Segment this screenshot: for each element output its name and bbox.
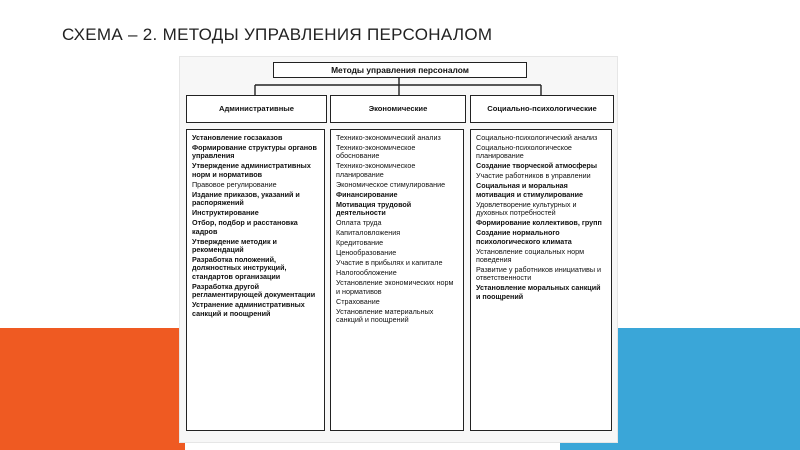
list-item: Социальная и моральная мотивация и стиму… bbox=[476, 181, 584, 199]
orange-decor-block bbox=[0, 328, 185, 450]
list-item: Участие в прибылях и капитале bbox=[336, 258, 443, 268]
list-item: Разработка положений, должностных инстру… bbox=[192, 255, 287, 281]
list-item: Технико-экономическое обоснование bbox=[336, 143, 416, 161]
heading-socio-psychological-label: Социально-психологические bbox=[487, 104, 597, 114]
list-item: Установление социальных норм поведения bbox=[476, 246, 585, 265]
list-item: Установление экономических норм и нормат… bbox=[336, 278, 454, 296]
list-item: Экономическое стимулирование bbox=[336, 179, 446, 189]
list-item: Установление моральных санкций и поощрен… bbox=[476, 283, 601, 301]
list-item: Капиталовложения bbox=[336, 228, 401, 238]
list-item: Издание приказов, указаний и распоряжени… bbox=[192, 189, 300, 208]
list-item: Социально-психологический анализ bbox=[476, 133, 598, 142]
list-item: Утверждение административных норм и норм… bbox=[192, 161, 311, 179]
list-item: Развитие у работников инициативы и ответ… bbox=[476, 265, 602, 283]
list-item: Утверждение методик и рекомендаций bbox=[192, 236, 277, 255]
list-item: Мотивация трудовой деятельности bbox=[336, 199, 412, 218]
list-item: Участие работников в управлении bbox=[476, 171, 591, 181]
list-item: Устранение административных санкций и по… bbox=[192, 300, 305, 318]
scheme-diagram: Методы управления персоналом Администрат… bbox=[180, 57, 617, 442]
root-box: Методы управления персоналом bbox=[273, 62, 527, 78]
list-item: Инструктирование bbox=[192, 208, 259, 218]
list-item: Технико-экономическое планирование bbox=[336, 161, 416, 179]
heading-box-economic: Экономические bbox=[330, 95, 466, 123]
heading-box-socio-psychological: Социально-психологические bbox=[470, 95, 614, 123]
list-item: Удовлетворение культурных и духовных пот… bbox=[476, 199, 577, 218]
heading-economic-label: Экономические bbox=[368, 104, 428, 114]
list-item: Формирование структуры органов управлени… bbox=[192, 143, 317, 161]
list-item: Формирование коллективов, групп bbox=[476, 218, 602, 228]
list-item: Оплата труда bbox=[336, 218, 382, 228]
heading-administrative-label: Административные bbox=[219, 104, 294, 114]
list-item: Финансирование bbox=[336, 189, 398, 199]
list-item: Правовое регулирование bbox=[192, 179, 277, 189]
list-item: Разработка другой регламентирующей докум… bbox=[192, 281, 316, 300]
slide-title: СХЕМА – 2. МЕТОДЫ УПРАВЛЕНИЯ ПЕРСОНАЛОМ bbox=[62, 25, 493, 44]
list-item: Отбор, подбор и расстановка кадров bbox=[192, 218, 298, 236]
list-item: Социально-психологическое планирование bbox=[476, 143, 572, 161]
list-item: Налогообложение bbox=[336, 268, 397, 278]
list-item: Ценообразование bbox=[336, 248, 397, 258]
list-item: Установление госзаказов bbox=[192, 133, 283, 142]
list-item: Страхование bbox=[336, 296, 380, 306]
list-item: Создание творческой атмосферы bbox=[476, 161, 597, 171]
list-item: Технико-экономический анализ bbox=[336, 133, 441, 142]
list-item: Кредитование bbox=[336, 238, 384, 248]
list-item: Создание нормального психологического кл… bbox=[476, 228, 572, 246]
heading-box-administrative: Административные bbox=[186, 95, 327, 123]
list-item: Установление материальных санкций и поощ… bbox=[336, 306, 434, 325]
